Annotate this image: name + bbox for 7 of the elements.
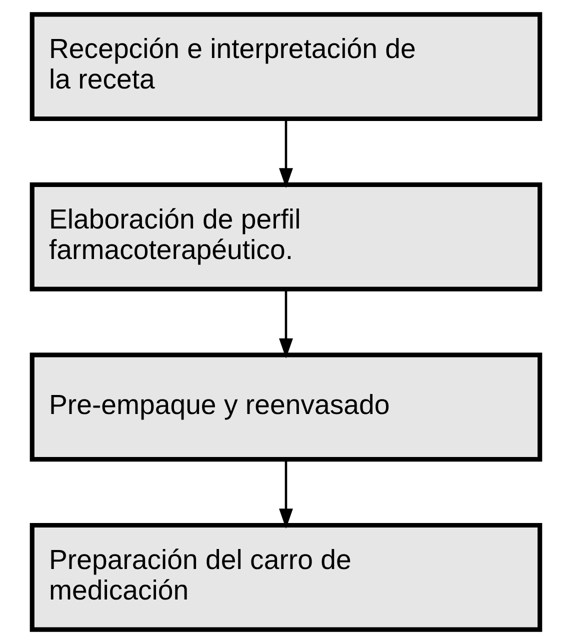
arrow [279,460,293,529]
node-box: Preparación del carro de medicación [30,522,542,632]
node-box: Pre-empaque y reenvasado [30,352,542,462]
node-box: Recepción e interpretación de la receta [30,12,542,122]
arrow [279,119,293,188]
arrow [279,289,293,358]
node-box: Elaboración de perfil farmacoterapéutico. [30,182,542,292]
